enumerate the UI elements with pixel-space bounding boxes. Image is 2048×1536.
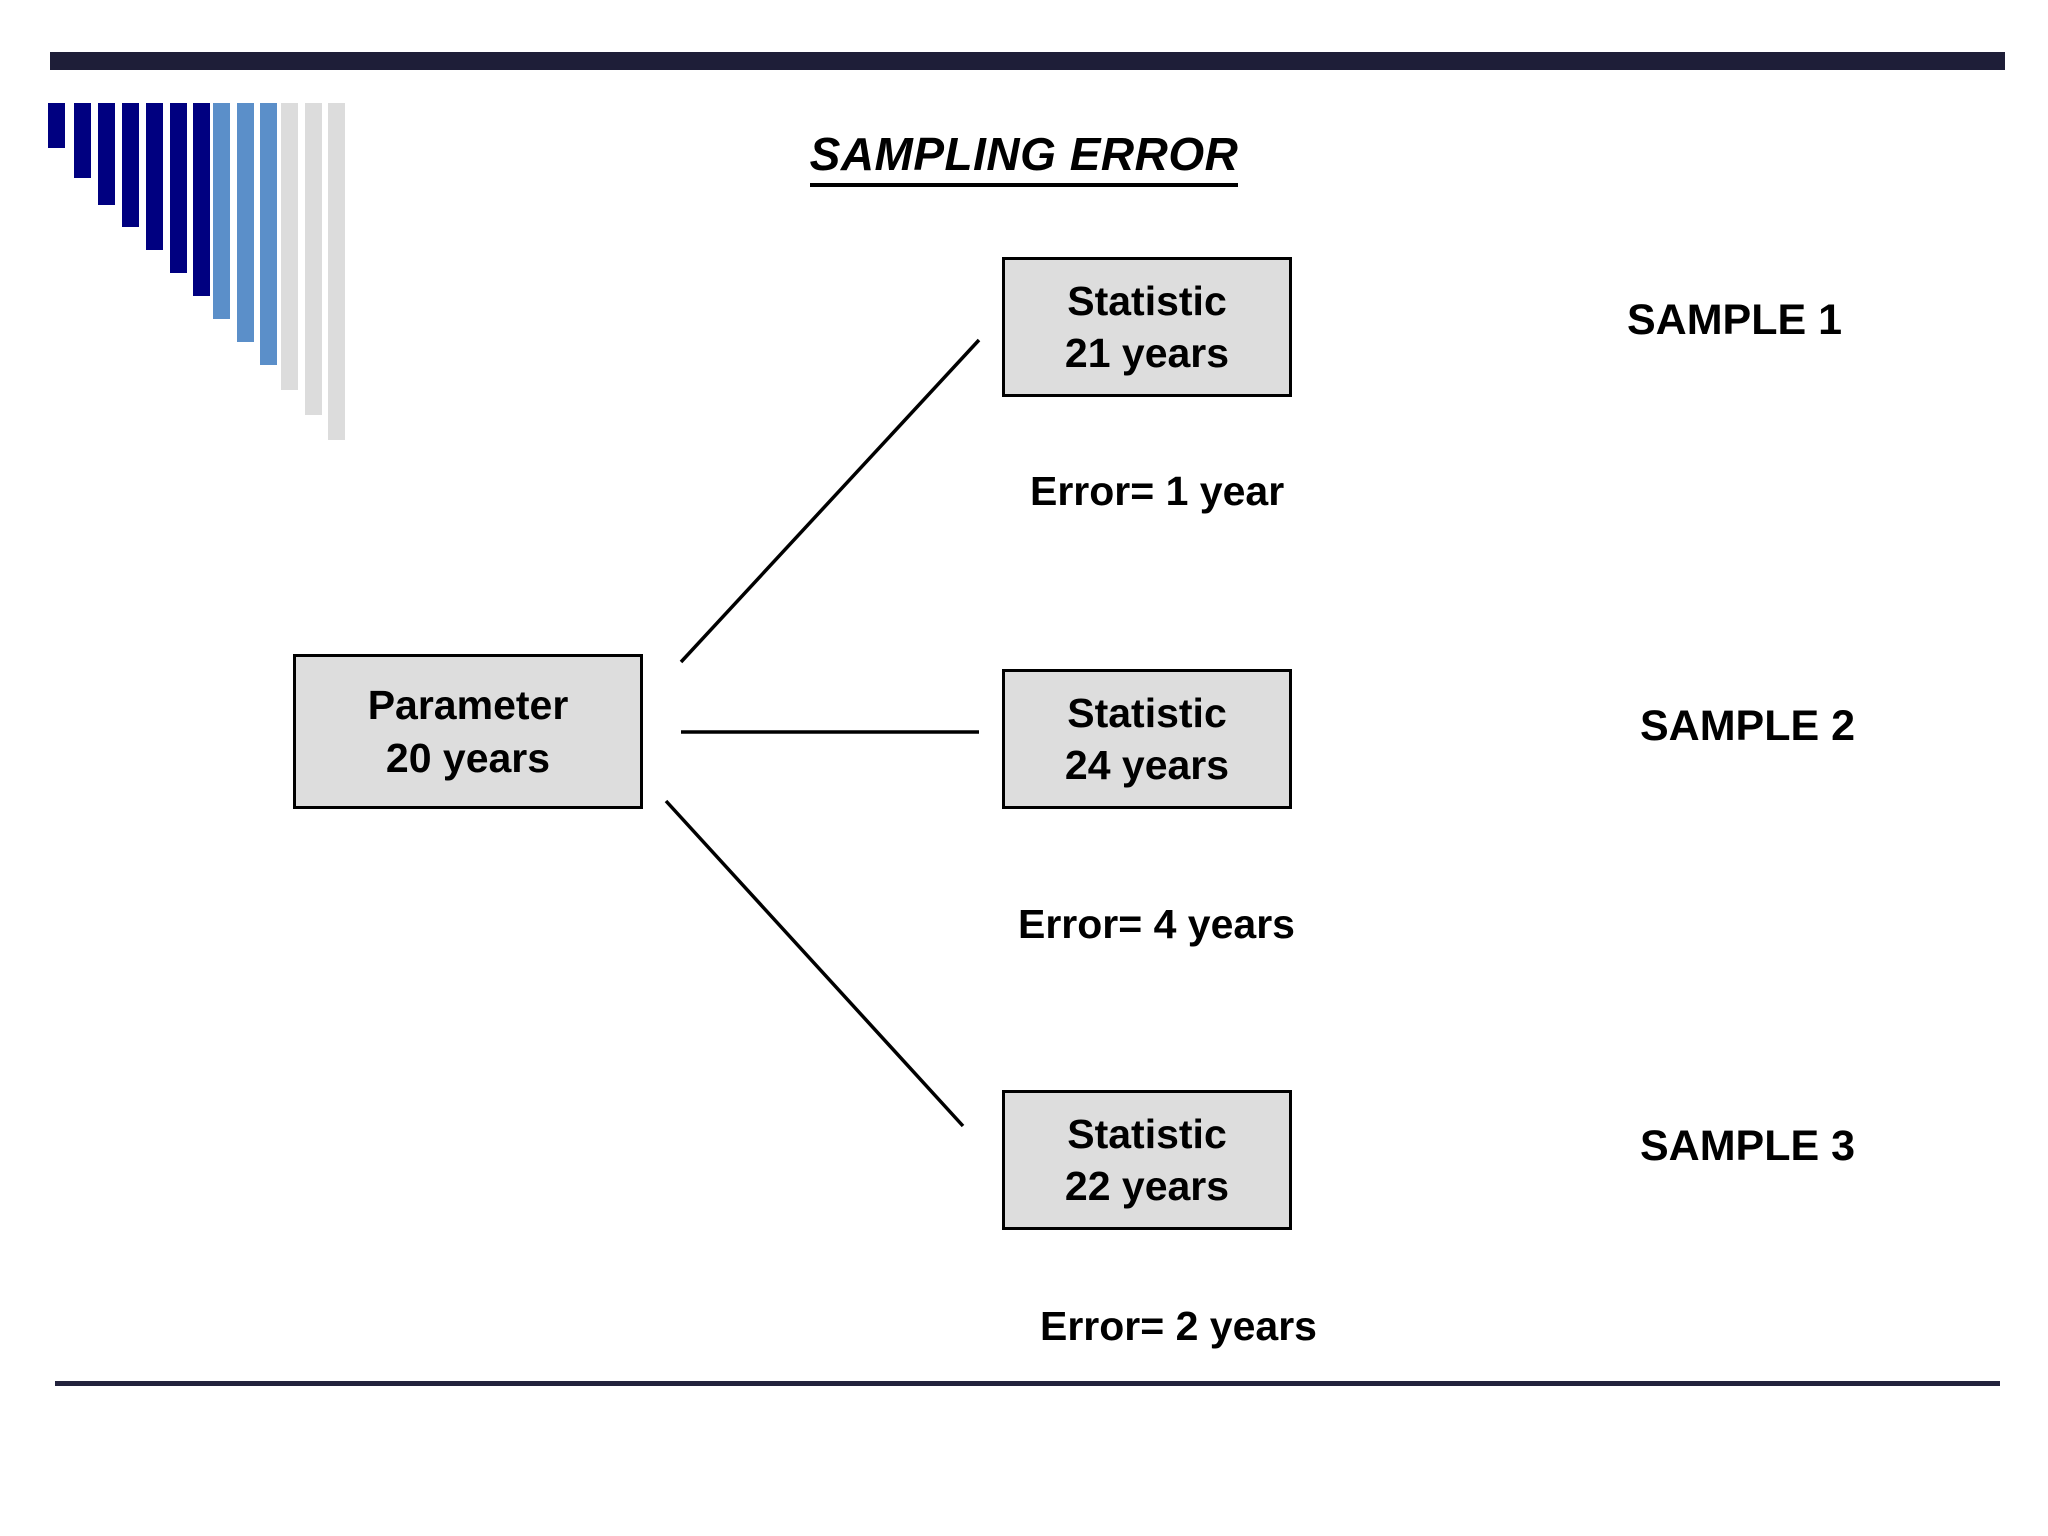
decorative-bar-13 <box>328 103 345 440</box>
decorative-bar-4 <box>122 103 139 227</box>
parameter-box-line1: Parameter <box>367 682 569 729</box>
decorative-bar-8 <box>213 103 230 319</box>
decorative-bar-3 <box>98 103 115 205</box>
statistic-box-3[interactable]: Statistic 22 years <box>1002 1090 1292 1230</box>
statistic-box-3-line1: Statistic <box>1067 1110 1227 1157</box>
statistic-box-3-line2: 22 years <box>1064 1163 1230 1209</box>
error-label-1: Error= 1 year <box>1030 468 1285 514</box>
decorative-bar-10 <box>260 103 277 365</box>
parameter-box-line2: 20 years <box>385 734 551 781</box>
bottom-rule-line <box>55 1381 2000 1386</box>
error-label-2: Error= 4 years <box>1018 901 1295 947</box>
statistic-box-2[interactable]: Statistic 24 years <box>1002 669 1292 809</box>
decorative-bar-2 <box>74 103 91 178</box>
statistic-box-1-line1: Statistic <box>1067 277 1227 324</box>
decorative-bar-5 <box>146 103 163 250</box>
statistic-box-2-line1: Statistic <box>1067 689 1227 736</box>
page-title: SAMPLING ERROR <box>0 127 2048 187</box>
page-title-text: SAMPLING ERROR <box>809 128 1239 187</box>
connector-line-1 <box>679 338 981 664</box>
sample-label-2: SAMPLE 2 <box>1640 702 1856 750</box>
parameter-box[interactable]: Parameter 20 years <box>293 654 643 809</box>
decorative-bar-1 <box>48 103 65 148</box>
decorative-bar-6 <box>170 103 187 273</box>
statistic-box-2-line2: 24 years <box>1064 742 1230 788</box>
statistic-box-1-line2: 21 years <box>1064 330 1230 376</box>
top-rule-bar <box>50 52 2005 70</box>
sample-label-3: SAMPLE 3 <box>1640 1122 1856 1170</box>
connector-line-3 <box>664 799 965 1128</box>
error-label-3: Error= 2 years <box>1040 1303 1317 1349</box>
decorative-bar-12 <box>305 103 322 415</box>
decorative-bar-7 <box>193 103 210 296</box>
decorative-bar-9 <box>237 103 254 342</box>
statistic-box-1[interactable]: Statistic 21 years <box>1002 257 1292 397</box>
decorative-bar-11 <box>281 103 298 390</box>
sample-label-1: SAMPLE 1 <box>1627 296 1843 344</box>
decorative-bars-motif <box>0 0 420 440</box>
